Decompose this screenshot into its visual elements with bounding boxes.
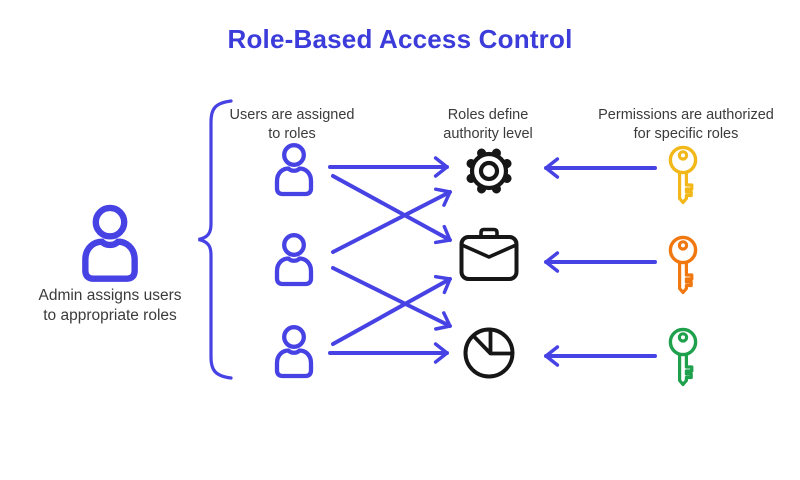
briefcase-icon	[459, 227, 519, 281]
roles-column-header: Roles define authority level	[443, 107, 533, 142]
curly-brace	[198, 99, 233, 380]
permissions-column-header: Permissions are authorized for specific …	[598, 107, 774, 142]
user-role-arrows	[328, 156, 452, 364]
users-column-header: Users are assigned to roles	[229, 107, 355, 142]
user-icon	[277, 145, 311, 194]
pie-chart-icon	[463, 327, 515, 379]
user-icon	[277, 235, 311, 284]
page-title: Role-Based Access Control	[227, 24, 573, 54]
user-icon	[277, 327, 311, 376]
admin-caption: Admin assigns users to appropriate roles	[38, 287, 182, 325]
yellow-key-icon	[668, 145, 698, 205]
arrow-user1-to-role2	[331, 174, 452, 245]
admin-user-icon	[85, 208, 134, 279]
arrow-user2-to-role3	[331, 266, 452, 331]
orange-key-icon	[668, 235, 698, 295]
green-key-icon	[668, 327, 698, 387]
arrow-user3-to-role2	[331, 274, 452, 346]
arrow-user2-to-role1	[331, 187, 452, 254]
permission-role-arrows	[544, 157, 657, 367]
gear-icon	[466, 148, 512, 194]
